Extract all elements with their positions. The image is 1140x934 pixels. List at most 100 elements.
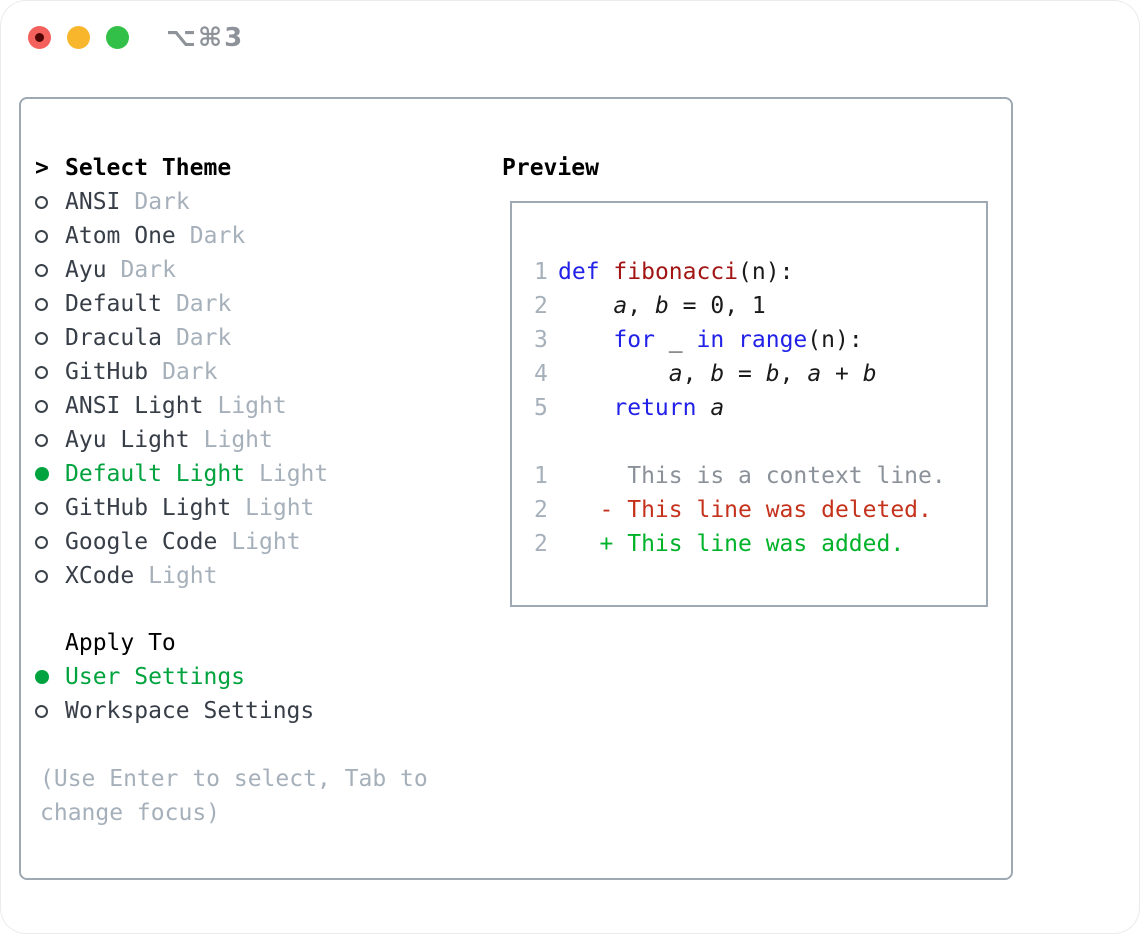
marker-slot [35, 229, 65, 243]
radio-unselected-icon [35, 433, 48, 447]
window-title: ⌥⌘3 [166, 23, 245, 53]
theme-option[interactable]: GitHub Light Light [35, 491, 328, 525]
apply-to-title: Apply To [65, 630, 176, 656]
code-line: 1 This is a context line. [534, 459, 986, 493]
theme-variant-tag: Light [148, 563, 218, 589]
code-token: _ [654, 327, 697, 353]
apply-to-option[interactable]: Workspace Settings [35, 694, 314, 728]
theme-option[interactable]: GitHub Dark [35, 355, 328, 389]
apply-to-header-row: Apply To [35, 626, 314, 660]
code-line: 2 - This line was deleted. [534, 493, 986, 527]
marker-slot [35, 569, 65, 583]
code-line: 5 return a [534, 391, 986, 425]
line-number: 2 [534, 531, 548, 557]
code-line: 3 for _ in range(n): [534, 323, 986, 357]
radio-unselected-icon [35, 399, 48, 413]
code-token: , [682, 361, 711, 387]
marker-slot [35, 297, 65, 311]
line-number: 2 [534, 497, 548, 523]
theme-variant-tag: Dark [189, 223, 246, 249]
theme-variant-tag: Light [245, 495, 315, 521]
theme-option[interactable]: XCode Light [35, 559, 328, 593]
option-label: GitHub [65, 359, 149, 385]
line-number: 1 [534, 259, 548, 285]
radio-unselected-icon [35, 297, 48, 311]
code-token: for [613, 327, 655, 353]
theme-option[interactable]: Default Light Light [35, 457, 328, 491]
code-token [696, 395, 710, 421]
option-label: Default Light [65, 461, 246, 487]
code-token: a [807, 361, 822, 387]
theme-option[interactable]: ANSI Dark [35, 185, 328, 219]
apply-to-option[interactable]: User Settings [35, 660, 314, 694]
option-label: Default [65, 291, 162, 317]
option-label: Google Code [65, 529, 218, 555]
radio-unselected-icon [35, 704, 48, 718]
option-label: XCode [65, 563, 135, 589]
cursor-prompt-icon: > [35, 155, 49, 181]
code-token: b [765, 361, 780, 387]
code-token: b [654, 293, 669, 319]
code-token [600, 259, 614, 285]
code-token: , [627, 293, 655, 319]
marker-slot [35, 263, 65, 277]
code-token [558, 395, 613, 421]
code-line: 2 + This line was added. [534, 527, 986, 561]
code-token: (n): [807, 327, 863, 353]
preview-title: Preview [502, 155, 599, 181]
line-number: 4 [534, 361, 548, 387]
code-token: + [821, 361, 863, 387]
option-label: Ayu [65, 257, 107, 283]
line-number: 5 [534, 395, 548, 421]
line-number: 1 [534, 463, 548, 489]
blank-line [534, 425, 986, 459]
option-label: Atom One [65, 223, 176, 249]
titlebar: ⌥⌘3 [0, 0, 1140, 72]
radio-selected-icon [35, 670, 49, 684]
code-line: 4 a, b = b, a + b [534, 357, 986, 391]
theme-list-header: > Select Theme [35, 151, 328, 185]
code-token: return [613, 395, 697, 421]
code-token: def [558, 259, 600, 285]
line-number: 3 [534, 327, 548, 353]
option-label: GitHub Light [65, 495, 232, 521]
theme-option[interactable]: Atom One Dark [35, 219, 328, 253]
option-label: User Settings [65, 664, 246, 690]
theme-option[interactable]: Ayu Dark [35, 253, 328, 287]
option-label: ANSI [65, 189, 121, 215]
marker-slot [35, 399, 65, 413]
option-label: Ayu Light [65, 427, 190, 453]
code-token: , [779, 361, 808, 387]
theme-variant-tag: Dark [120, 257, 176, 283]
theme-variant-tag: Dark [134, 189, 190, 215]
option-label: ANSI Light [65, 393, 204, 419]
marker-slot [35, 433, 65, 447]
code-token: + This line was added. [558, 531, 905, 557]
zoom-button[interactable] [106, 26, 129, 49]
code-token [724, 327, 738, 353]
option-label: Workspace Settings [65, 698, 315, 724]
minimize-button[interactable] [67, 26, 90, 49]
theme-variant-tag: Dark [162, 359, 218, 385]
marker-slot [35, 535, 65, 549]
theme-variant-tag: Light [259, 461, 329, 487]
theme-variant-tag: Dark [175, 325, 232, 351]
code-token: b [710, 361, 725, 387]
close-button[interactable] [28, 26, 51, 49]
theme-list-title: Select Theme [65, 155, 232, 181]
radio-unselected-icon [35, 195, 48, 209]
code-token: = [724, 361, 766, 387]
keyboard-hint: (Use Enter to select, Tab to change focu… [40, 766, 428, 826]
code-token: a [668, 361, 683, 387]
